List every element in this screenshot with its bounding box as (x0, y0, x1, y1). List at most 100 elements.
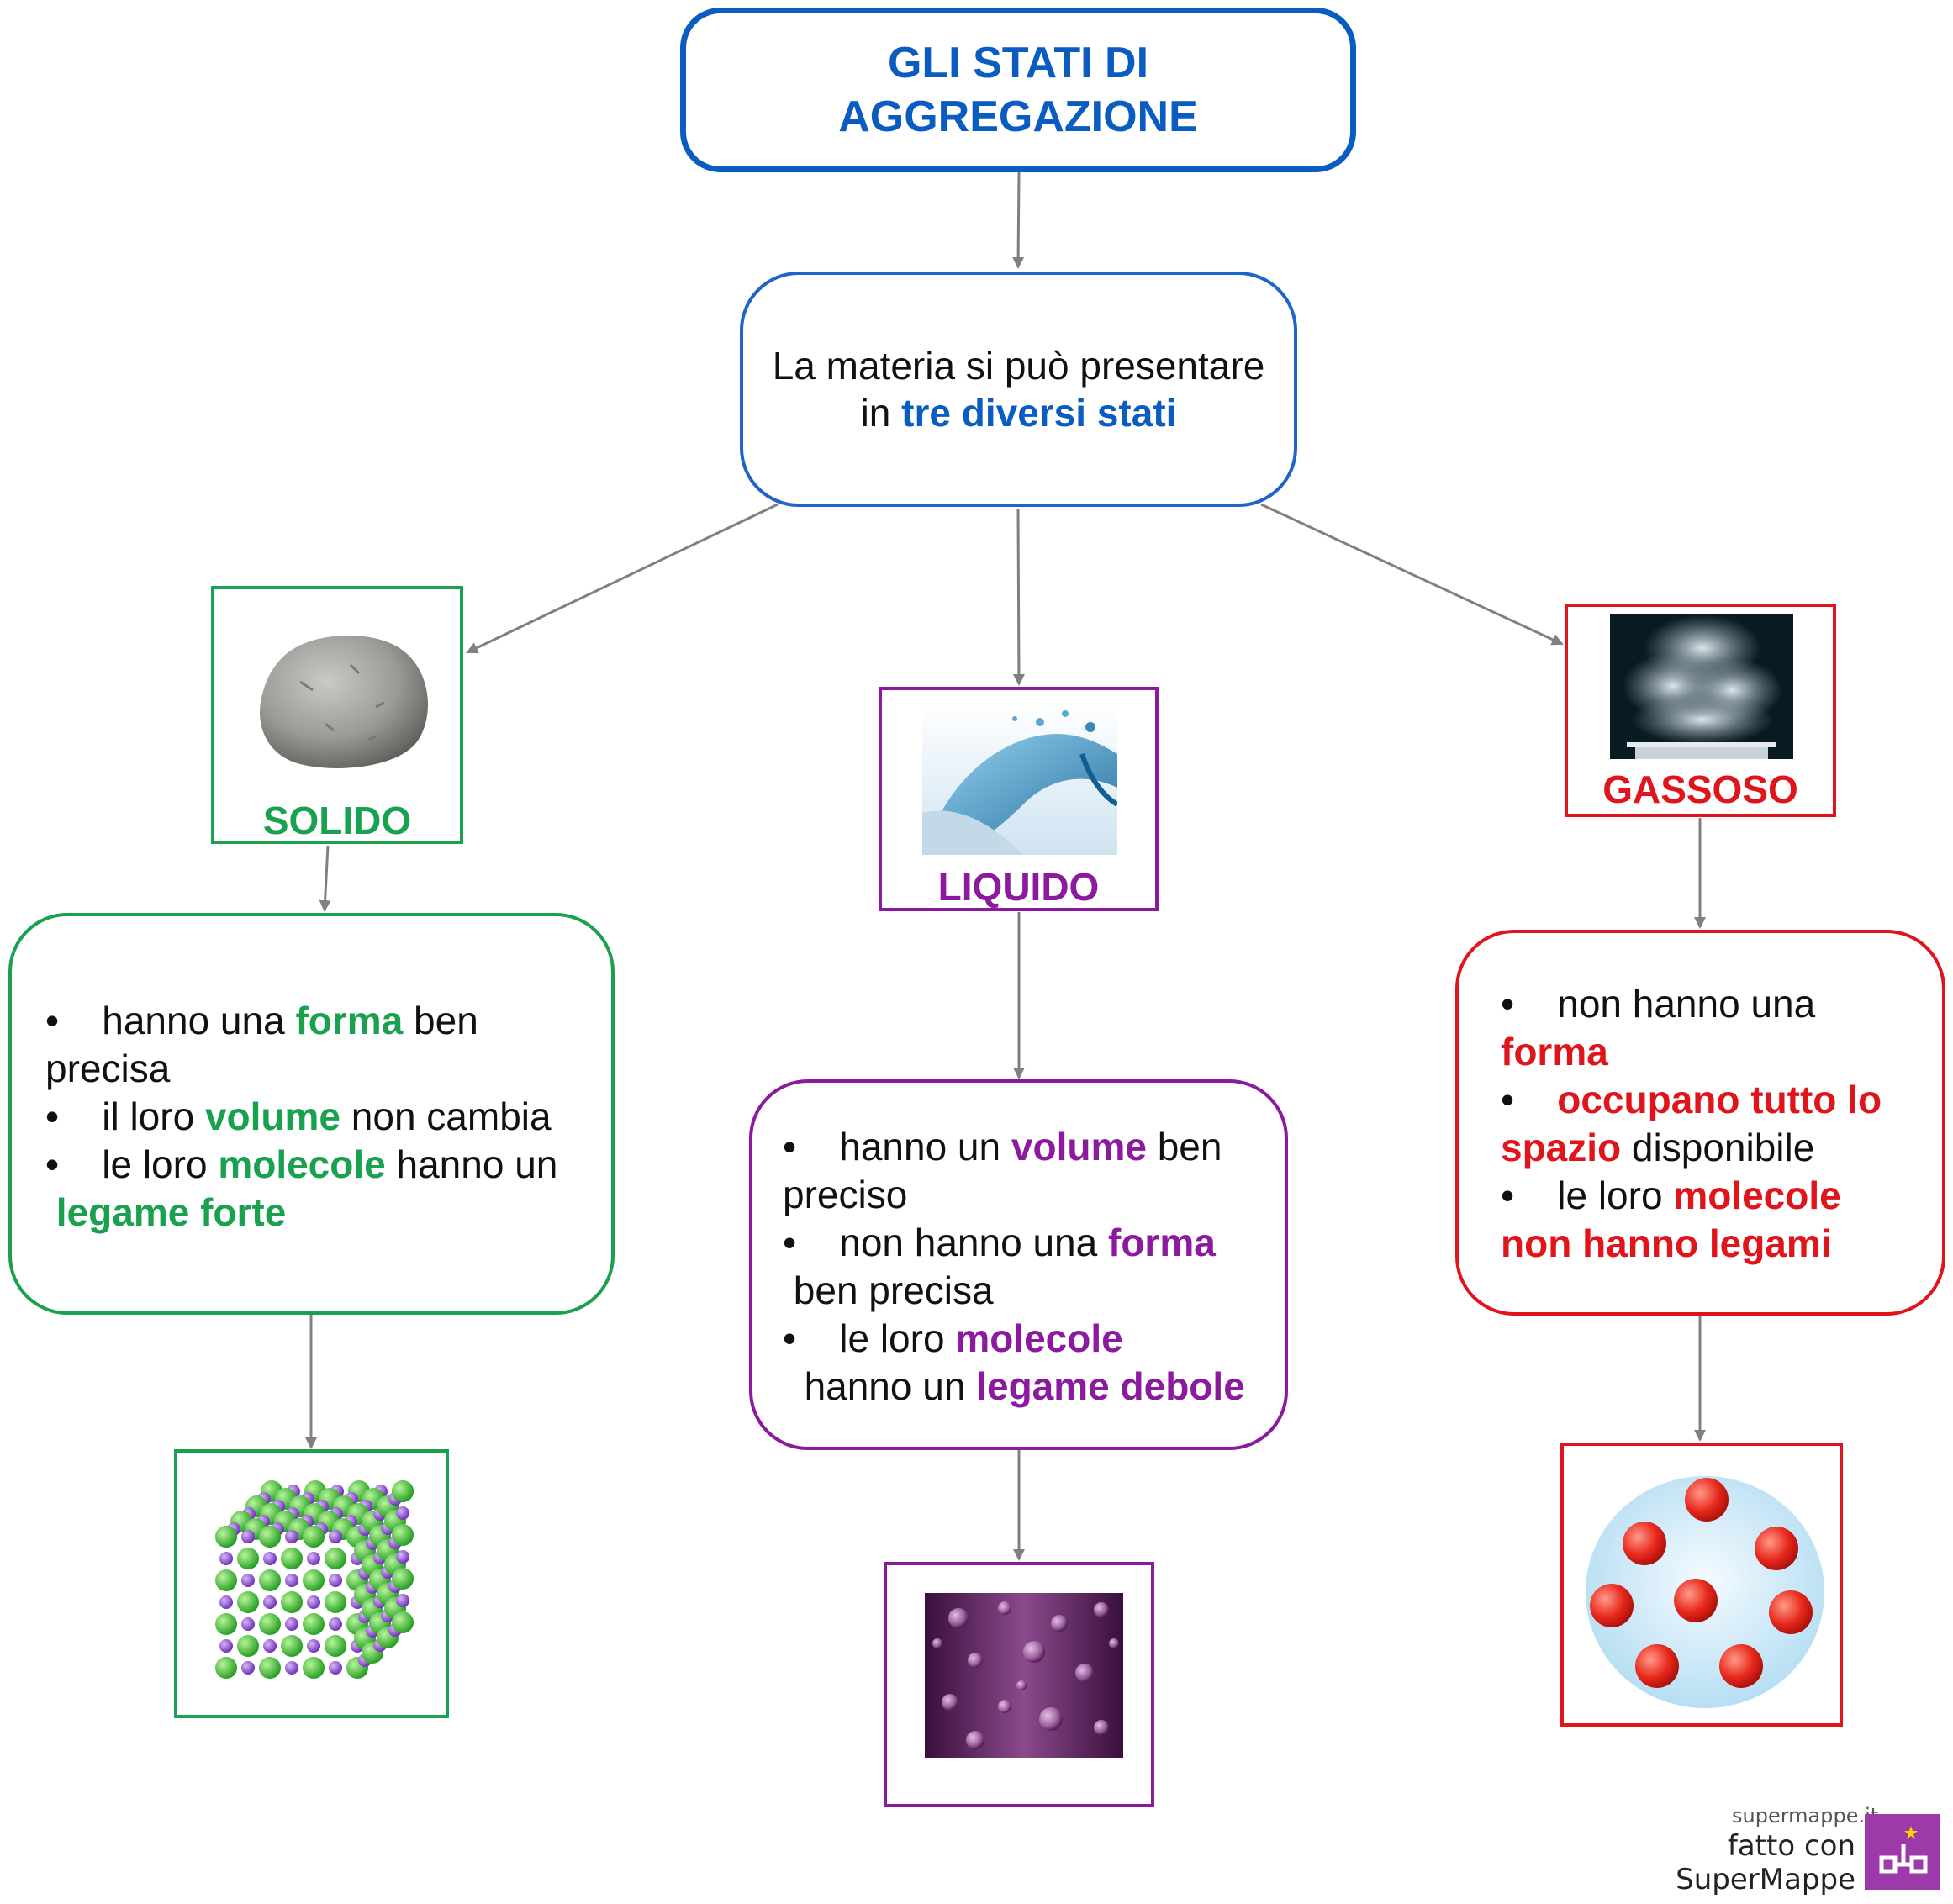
cation-sphere (219, 1595, 233, 1609)
cation-sphere (219, 1639, 233, 1653)
liquid-label: LIQUIDO (937, 865, 1100, 909)
cation-sphere (307, 1639, 320, 1653)
cation-sphere (219, 1552, 233, 1565)
list-item-continuation: precisa (45, 1047, 171, 1090)
liquid-properties-list: • hanno un volume ben preciso • non hann… (783, 1123, 1287, 1411)
list-item: • non hanno una forma (783, 1221, 1216, 1264)
anion-sphere (392, 1480, 414, 1502)
anion-sphere (281, 1548, 303, 1569)
list-item-continuation: legame forte (55, 1190, 287, 1234)
cation-sphere (329, 1661, 342, 1675)
liquid-state-card: LIQUIDO (879, 687, 1159, 911)
intro-prefix: in (860, 391, 902, 435)
anion-sphere (215, 1613, 237, 1635)
liquid-model-card (884, 1562, 1154, 1807)
steam-pot-icon (1610, 614, 1793, 759)
solid-properties-box: • hanno una forma ben precisa • il loro … (8, 913, 615, 1315)
anion-sphere (325, 1548, 346, 1569)
anion-sphere (259, 1526, 281, 1548)
anion-sphere (215, 1657, 237, 1679)
crystal-lattice-icon (215, 1480, 414, 1679)
bubbles-icon (925, 1593, 1123, 1758)
cation-sphere (307, 1595, 320, 1609)
intro-box: La materia si può presentare in tre dive… (740, 272, 1297, 507)
water-splash-icon (922, 704, 1117, 855)
cation-sphere (241, 1661, 255, 1675)
list-item: • hanno una forma ben (45, 999, 478, 1042)
gas-state-card: GASSOSO (1565, 604, 1836, 817)
gas-model-card (1560, 1443, 1843, 1727)
supermappe-logo-icon (1865, 1814, 1940, 1890)
cation-sphere (285, 1574, 298, 1587)
anion-sphere (392, 1611, 414, 1633)
anion-sphere (215, 1569, 237, 1591)
intro-highlight: tre diversi stati (901, 391, 1177, 435)
anion-sphere (392, 1524, 414, 1546)
cation-sphere (241, 1574, 255, 1587)
solid-properties-list: • hanno una forma ben precisa • il loro … (45, 997, 600, 1237)
solid-model-card (174, 1449, 449, 1718)
cation-sphere (329, 1530, 342, 1543)
cation-sphere (263, 1639, 277, 1653)
anion-sphere (259, 1613, 281, 1635)
cation-sphere (329, 1574, 342, 1587)
anion-sphere (237, 1591, 259, 1613)
cation-sphere (285, 1661, 298, 1675)
arrow-intro-to-liquid (1012, 508, 1025, 686)
anion-sphere (259, 1657, 281, 1679)
footer-credit: fatto con SuperMappe (1676, 1829, 1855, 1896)
anion-sphere (325, 1635, 346, 1657)
list-item: • le loro molecole (783, 1316, 1123, 1360)
anion-sphere (237, 1635, 259, 1657)
intro-line-2: in tre diversi stati (773, 389, 1265, 436)
list-item-continuation: forma (1501, 1030, 1608, 1073)
rock-icon (260, 635, 428, 768)
anion-sphere (281, 1635, 303, 1657)
gas-label: GASSOSO (1602, 767, 1798, 811)
cation-sphere (241, 1530, 255, 1543)
gas-properties-list: • non hanno una forma • occupano tutto l… (1501, 980, 1938, 1268)
list-item-continuation: preciso (783, 1173, 908, 1216)
list-item-continuation: ben precisa (793, 1268, 994, 1312)
intro-line-1: La materia si può presentare (772, 344, 1265, 388)
list-item: • occupano tutto lo (1501, 1078, 1882, 1121)
liquid-properties-box: • hanno un volume ben preciso • non hann… (749, 1079, 1288, 1450)
arrow-intro-to-solid (466, 503, 779, 654)
cation-sphere (396, 1550, 409, 1564)
cation-sphere (263, 1595, 277, 1609)
footer-site[interactable]: supermappe.it (1732, 1804, 1879, 1828)
list-item: • non hanno una (1501, 982, 1816, 1026)
solid-label: SOLIDO (262, 799, 412, 842)
cation-sphere (285, 1617, 298, 1631)
list-item-continuation: hanno un legame debole (804, 1364, 1245, 1408)
anion-sphere (237, 1548, 259, 1569)
list-item: • le loro molecole (1501, 1174, 1841, 1217)
solid-state-card: SOLIDO (211, 586, 463, 844)
list-item: • hanno un volume ben (783, 1125, 1222, 1168)
anion-sphere (259, 1569, 281, 1591)
anion-sphere (281, 1591, 303, 1613)
gas-particles-icon (1586, 1476, 1824, 1708)
arrow-intro-to-gas (1260, 503, 1564, 646)
anion-sphere (303, 1657, 325, 1679)
cation-sphere (329, 1617, 342, 1631)
arrow-title-to-intro (1012, 171, 1025, 269)
list-item-continuation: non hanno legami (1501, 1221, 1832, 1265)
list-item: • il loro volume non cambia (45, 1094, 552, 1138)
anion-sphere (303, 1569, 325, 1591)
anion-sphere (215, 1526, 237, 1548)
page-title: GLI STATI DI AGGREGAZIONE (838, 39, 1198, 141)
cation-sphere (263, 1552, 277, 1565)
cation-sphere (307, 1552, 320, 1565)
intro-text: La materia si può presentare in tre dive… (773, 342, 1265, 436)
cation-sphere (285, 1530, 298, 1543)
cation-sphere (241, 1617, 255, 1631)
anion-sphere (325, 1591, 346, 1613)
list-item-continuation: spazio disponibile (1501, 1126, 1815, 1169)
arrow-solid-to-props (319, 845, 331, 912)
anion-sphere (392, 1568, 414, 1590)
cation-sphere (396, 1594, 409, 1607)
anion-sphere (303, 1613, 325, 1635)
